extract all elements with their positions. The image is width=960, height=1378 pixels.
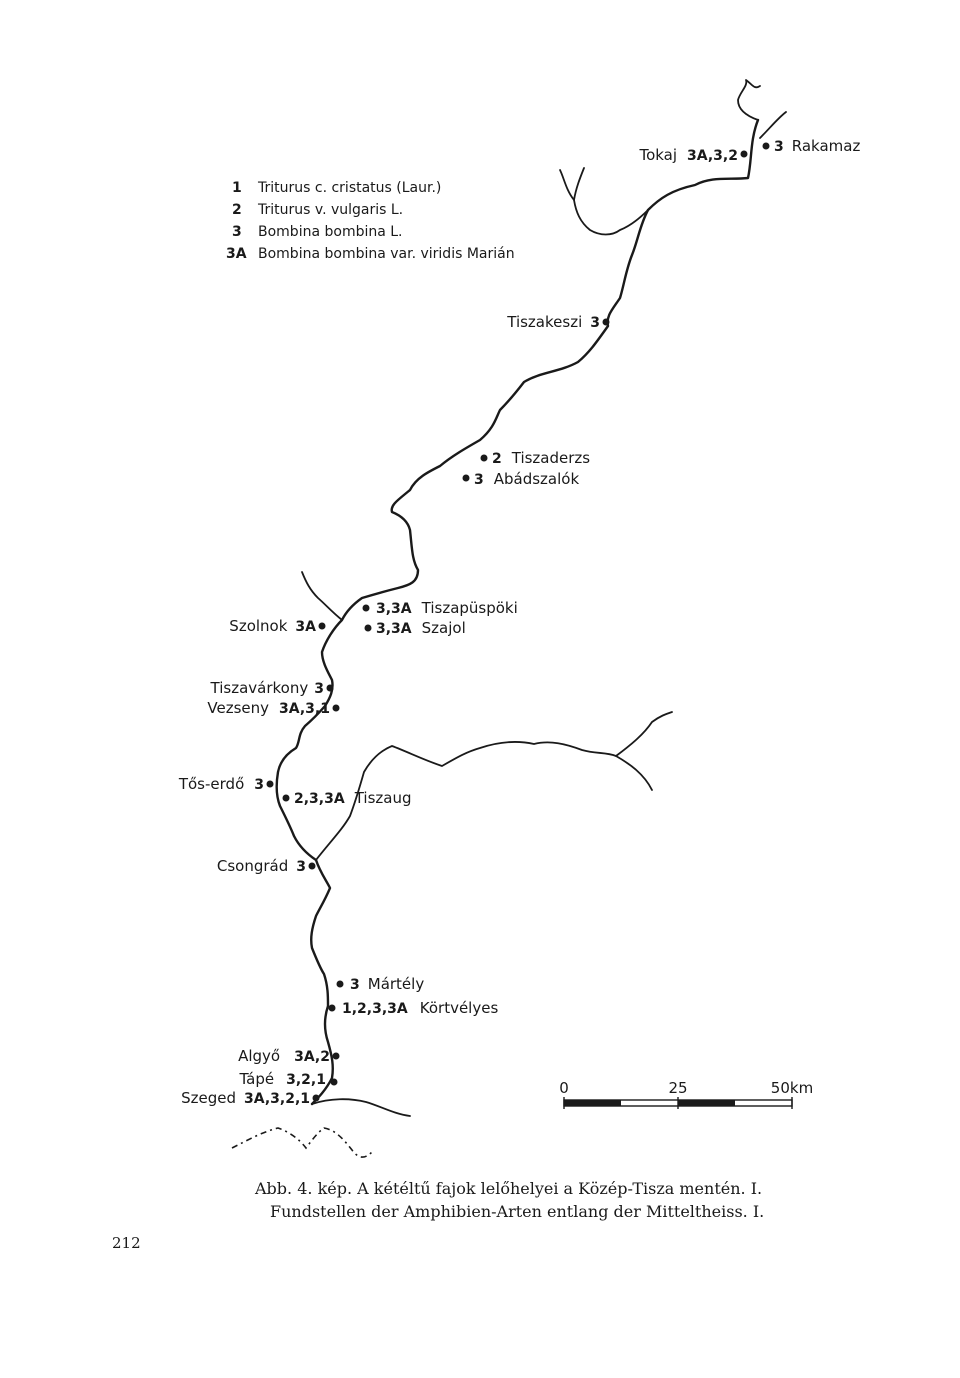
dot-szeged [312, 1094, 320, 1102]
legend-code-2: 2 [232, 202, 242, 218]
label-martely: 3 Mártély [350, 975, 424, 993]
koros-river [315, 741, 653, 861]
dot-kortvelyes [328, 1004, 336, 1012]
scale-bar: 0 25 50km [559, 1079, 813, 1109]
dot-tiszaug [282, 794, 290, 802]
dot-tokaj [740, 150, 748, 158]
dot-csongrad [308, 862, 316, 870]
legend-name-1: Triturus c. cristatus (Laur.) [257, 180, 441, 196]
label-toserdo: Tős-erdő 3 [178, 775, 264, 793]
scale-bar-fill-1 [564, 1100, 621, 1106]
label-tiszaug: 2,3,3A Tiszaug [294, 789, 411, 807]
locality-labels: Tokaj 3A,3,2 3 Rakamaz Tiszakeszi 3 2 Ti… [178, 137, 861, 1107]
label-csongrad: Csongrád 3 [217, 857, 306, 875]
page-number: 212 [112, 1234, 141, 1252]
rakamaz-branch [759, 111, 787, 139]
scale-bar-fill-2 [678, 1100, 735, 1106]
label-vezseny: Vezseny 3A,3,1 [207, 699, 330, 717]
label-tiszapuspoki: 3,3A Tiszapüspöki [376, 599, 518, 617]
label-tape: Tápé 3,2,1 [239, 1070, 327, 1088]
label-tiszakeszi: Tiszakeszi 3 [506, 313, 600, 331]
dot-tiszakeszi [602, 318, 610, 326]
legend-code-3: 3 [232, 224, 242, 240]
legend-name-3a: Bombina bombina var. viridis Marián [258, 246, 515, 262]
dot-szajol [364, 624, 372, 632]
state-border [231, 1127, 373, 1158]
dot-toserdo [266, 780, 274, 788]
label-tiszaderzs: 2 Tiszaderzs [492, 449, 590, 467]
label-kortvelyes: 1,2,3,3A Körtvélyes [342, 999, 498, 1017]
scale-label-0: 0 [559, 1079, 569, 1097]
locality-markers [266, 142, 770, 1102]
dot-vezseny [332, 704, 340, 712]
label-szolnok: Szolnok 3A [229, 617, 316, 635]
dot-tiszavarkony [326, 684, 334, 692]
scale-label-50: 50km [771, 1079, 813, 1097]
legend-code-1: 1 [232, 180, 242, 196]
dot-abadszalok [462, 474, 470, 482]
koros-north-branch [615, 711, 673, 757]
legend-name-2: Triturus v. vulgaris L. [257, 202, 403, 218]
dot-tiszapuspoki [362, 604, 370, 612]
hernad-river [559, 169, 575, 201]
legend: 1 Triturus c. cristatus (Laur.) 2 Tritur… [226, 180, 515, 262]
legend-code-3a: 3A [226, 246, 247, 262]
caption-line-2: Fundstellen der Amphibien-Arten entlang … [270, 1202, 764, 1221]
zagyva-river [301, 571, 343, 621]
dot-tiszaderzs [480, 454, 488, 462]
bodrog-river [737, 79, 761, 121]
scale-label-25: 25 [668, 1079, 687, 1097]
legend-name-3: Bombina bombina L. [258, 224, 403, 240]
caption-line-1: Abb. 4. kép. A kétéltű fajok lelőhelyei … [254, 1179, 762, 1198]
label-algyo: Algyő 3A,2 [238, 1047, 330, 1065]
dot-szolnok [318, 622, 326, 630]
maros-river [311, 1098, 411, 1117]
label-szeged: Szeged 3A,3,2,1 [181, 1089, 310, 1107]
dot-martely [336, 980, 344, 988]
label-rakamaz: 3 Rakamaz [774, 137, 860, 155]
dot-algyo [332, 1052, 340, 1060]
label-tokaj: Tokaj 3A,3,2 [638, 146, 738, 164]
sajo-river [573, 167, 649, 236]
dot-rakamaz [762, 142, 770, 150]
label-tiszavarkony: Tiszavárkony 3 [210, 679, 324, 697]
label-abadszalok: 3 Abádszalók [474, 470, 579, 488]
dot-tape [330, 1078, 338, 1086]
label-szajol: 3,3A Szajol [376, 619, 466, 637]
